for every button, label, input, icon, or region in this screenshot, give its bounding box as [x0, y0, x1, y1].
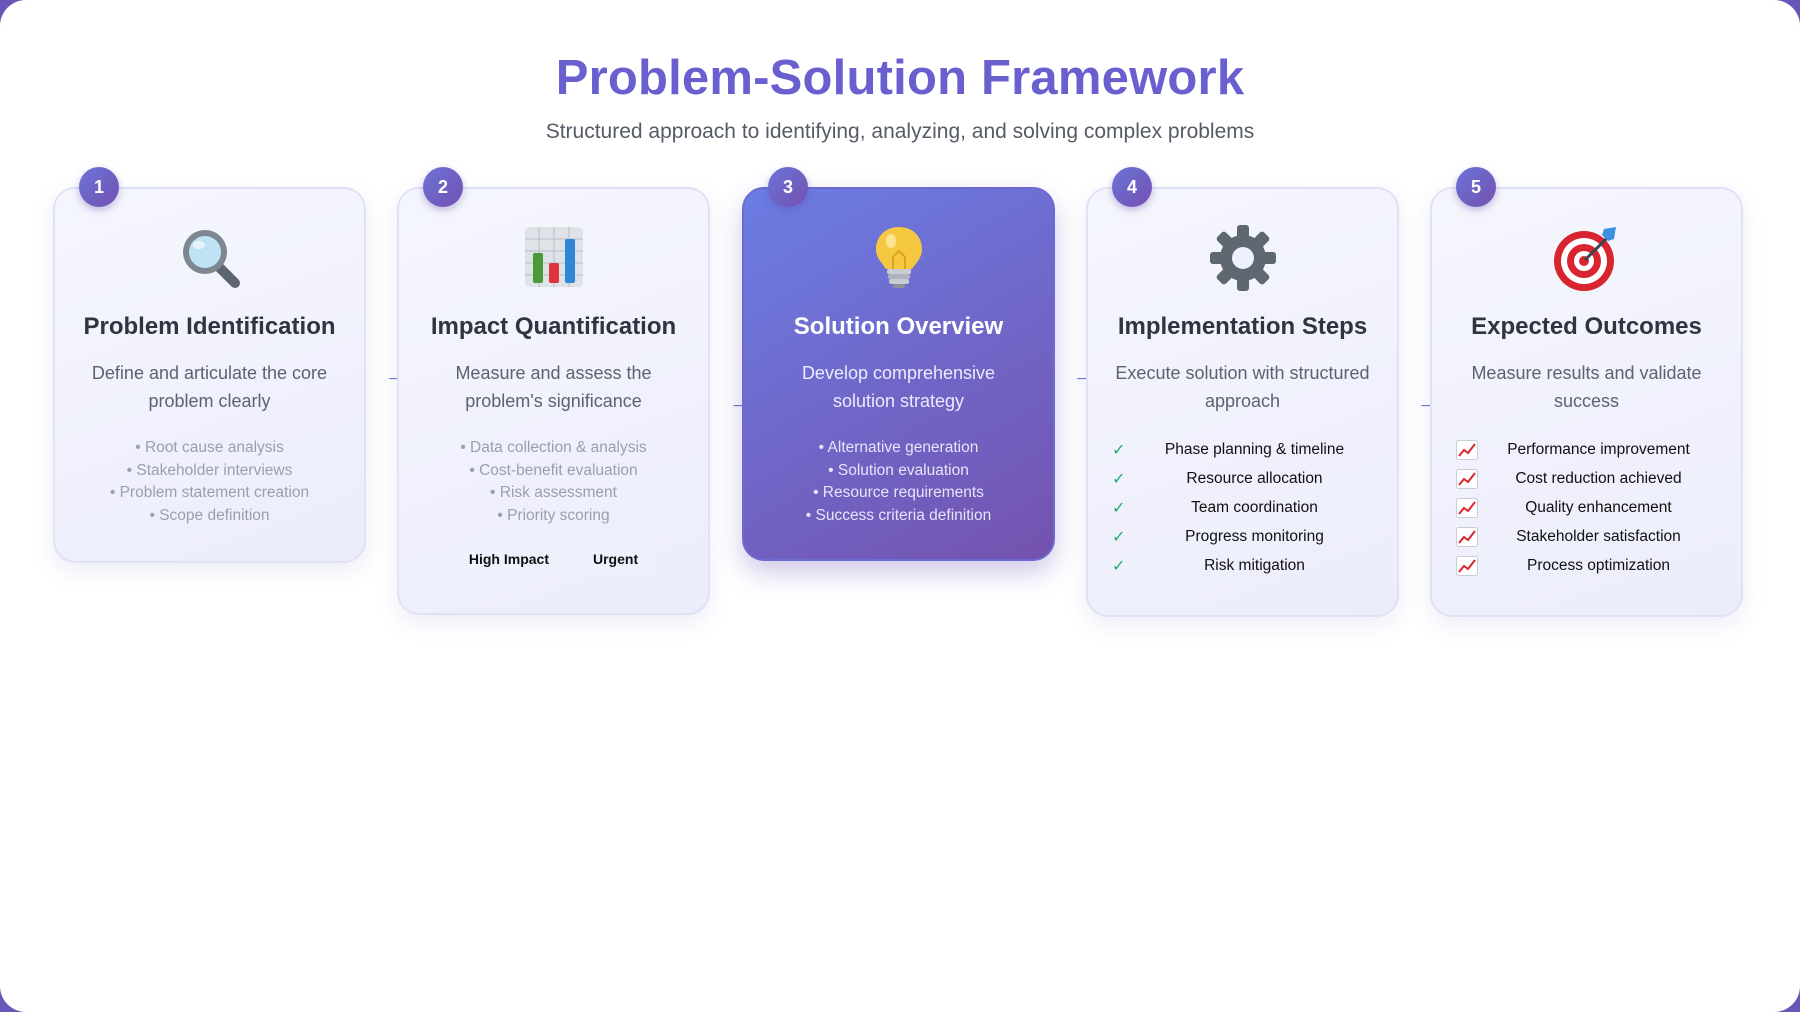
- step-number-badge: 4: [1112, 167, 1152, 207]
- check-icon: ✓: [1112, 441, 1126, 459]
- step-bullet-list: • Alternative generation • Solution eval…: [744, 437, 1053, 527]
- list-item-label: Cost reduction achieved: [1515, 469, 1682, 487]
- page-subtitle: Structured approach to identifying, anal…: [545, 120, 1255, 143]
- list-item-label: Progress monitoring: [1185, 527, 1324, 545]
- step-bullet-list: • Data collection & analysis • Cost-bene…: [399, 437, 708, 527]
- list-item: ✓ Risk mitigation: [1112, 551, 1375, 580]
- list-item-label: Risk mitigation: [1204, 556, 1305, 574]
- list-item: ✓ Progress monitoring: [1112, 522, 1375, 551]
- light-bulb-icon: [864, 223, 934, 293]
- chart-increasing-icon: [1456, 468, 1496, 489]
- step-title: Problem Identification: [83, 313, 336, 340]
- list-item: Quality enhancement: [1456, 493, 1719, 522]
- high-impact-tag: High Impact: [452, 545, 565, 573]
- list-item: Performance improvement: [1456, 435, 1719, 464]
- list-item-label: Stakeholder satisfaction: [1516, 527, 1681, 545]
- list-item: • Data collection & analysis: [460, 439, 647, 456]
- list-item-label: Phase planning & timeline: [1164, 440, 1345, 458]
- step-checklist: Performance improvement Cost reduction a…: [1432, 435, 1741, 580]
- step-number-badge: 1: [79, 167, 119, 207]
- list-item: • Cost-benefit evaluation: [469, 461, 638, 479]
- list-item: • Root cause analysis: [135, 439, 284, 456]
- step-number-badge: 2: [423, 167, 463, 207]
- page-title: Problem-Solution Framework: [555, 51, 1245, 105]
- check-icon: ✓: [1112, 528, 1126, 546]
- magnifying-glass-icon: [175, 223, 245, 293]
- list-item: Cost reduction achieved: [1456, 464, 1719, 493]
- list-item-label: Quality enhancement: [1525, 498, 1672, 516]
- step-card-implementation-steps[interactable]: 4 Implementation Steps Execute solution …: [1086, 167, 1399, 617]
- step-checklist: ✓ Phase planning & timeline ✓ Resource all…: [1088, 435, 1397, 580]
- step-card-expected-outcomes[interactable]: 5 Expected Outcomes Measure results and …: [1430, 167, 1743, 617]
- urgent-tag: Urgent: [577, 545, 655, 573]
- check-icon: ✓: [1112, 499, 1126, 517]
- list-item: Stakeholder satisfaction: [1456, 522, 1719, 551]
- check-icon: ✓: [1112, 470, 1126, 488]
- list-item: Process optimization: [1456, 551, 1719, 580]
- step-description: Execute solution with structured approac…: [1115, 363, 1370, 411]
- target-icon: [1552, 223, 1622, 293]
- list-item-label: Team coordination: [1191, 498, 1318, 516]
- list-item-label: Performance improvement: [1507, 440, 1690, 458]
- step-card-solution-overview[interactable]: 3 Solution Overview Develop comprehensiv…: [742, 167, 1055, 561]
- step-title: Implementation Steps: [1117, 313, 1368, 340]
- chart-increasing-icon: [1456, 439, 1496, 460]
- step-number-badge: 5: [1456, 167, 1496, 207]
- step-title: Impact Quantification: [430, 313, 677, 340]
- list-item: • Resource requirements: [813, 484, 984, 501]
- list-item: • Priority scoring: [497, 506, 610, 524]
- list-item: • Success criteria definition: [805, 506, 992, 524]
- step-title: Expected Outcomes: [1471, 313, 1702, 340]
- step-title: Solution Overview: [793, 313, 1004, 340]
- list-item: ✓ Phase planning & timeline: [1112, 435, 1375, 464]
- list-item: • Stakeholder interviews: [126, 461, 293, 479]
- step-card-impact-quantification[interactable]: 2 Impact Quantification Measure and asse…: [397, 167, 710, 615]
- list-item: • Solution evaluation: [828, 461, 969, 479]
- check-icon: ✓: [1112, 557, 1126, 575]
- list-item: • Problem statement creation: [109, 484, 310, 501]
- step-card-problem-identification[interactable]: 1 Problem Identification Define and arti…: [53, 167, 366, 563]
- list-item: • Scope definition: [149, 506, 270, 524]
- step-bullet-list: • Root cause analysis • Stakeholder inte…: [55, 437, 364, 527]
- gear-icon: [1208, 223, 1278, 293]
- list-item-label: Resource allocation: [1186, 469, 1323, 487]
- bar-chart-icon: [519, 223, 589, 293]
- chart-increasing-icon: [1456, 497, 1496, 518]
- chart-increasing-icon: [1456, 526, 1496, 547]
- chart-increasing-icon: [1456, 555, 1496, 576]
- step-number-badge: 3: [768, 167, 808, 207]
- step-description: Define and articulate the core problem c…: [91, 363, 328, 411]
- step-description: Measure and assess the problem's signifi…: [455, 363, 652, 411]
- list-item: • Risk assessment: [490, 484, 617, 501]
- step-description: Measure results and validate success: [1471, 363, 1702, 411]
- list-item: ✓ Resource allocation: [1112, 464, 1375, 493]
- list-item: ✓ Team coordination: [1112, 493, 1375, 522]
- tag-group: High Impact Urgent: [399, 545, 708, 573]
- list-item: • Alternative generation: [818, 439, 979, 456]
- list-item-label: Process optimization: [1526, 556, 1670, 574]
- step-description: Develop comprehensive solution strategy: [801, 363, 996, 411]
